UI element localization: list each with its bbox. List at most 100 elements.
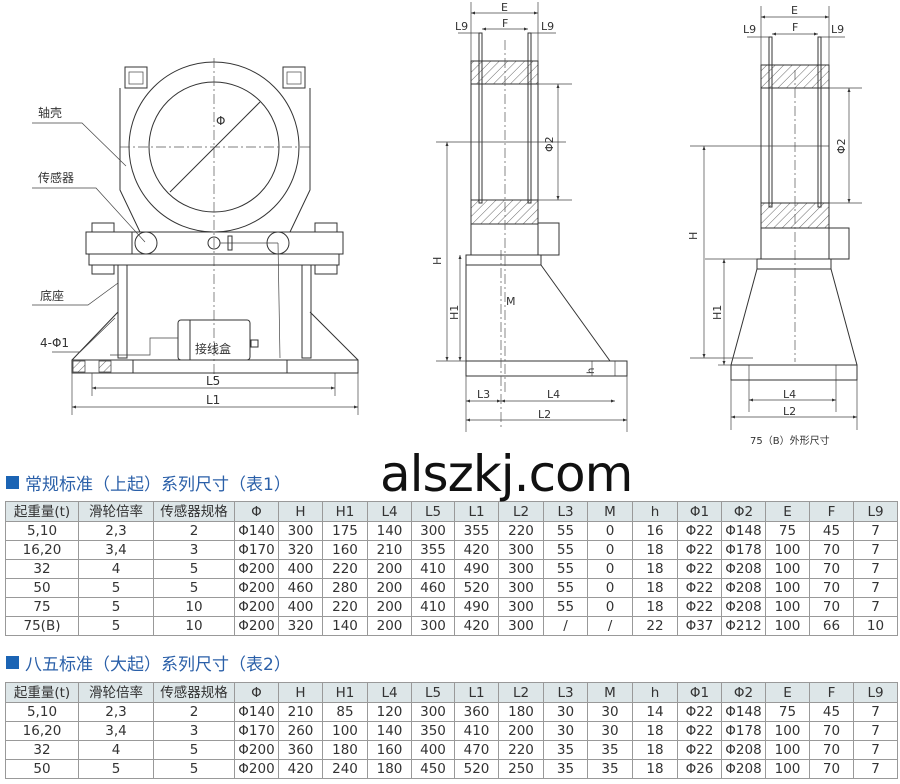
- table-cell: 0: [587, 559, 633, 579]
- table-cell: 100: [765, 721, 810, 741]
- table-cell: 300: [278, 521, 323, 541]
- table-cell: 0: [587, 578, 633, 598]
- dim-L4-75b: L4: [783, 388, 796, 401]
- table-cell: 5: [153, 559, 235, 579]
- table-cell: 32: [5, 740, 79, 760]
- table-cell: 160: [367, 740, 412, 760]
- table-cell: 300: [498, 616, 544, 636]
- dim-L2-75b: L2: [783, 405, 796, 418]
- table-cell: 300: [498, 559, 544, 579]
- table-cell: 100: [765, 559, 810, 579]
- table-cell: 470: [454, 740, 499, 760]
- column-header: L2: [498, 682, 544, 703]
- dim-L1: L1: [206, 393, 220, 407]
- table-cell: 7: [853, 759, 898, 779]
- table-cell: 300: [411, 521, 455, 541]
- table-cell: 410: [411, 559, 455, 579]
- column-header: H: [278, 682, 323, 703]
- table-cell: 5: [78, 578, 154, 598]
- column-header: L1: [454, 501, 499, 522]
- column-header: h: [632, 501, 678, 522]
- table-cell: 10: [153, 597, 235, 617]
- table1-title: 常规标准（上起）系列尺寸（表1）: [25, 475, 291, 495]
- table-cell: 70: [809, 759, 854, 779]
- table-cell: 120: [367, 702, 412, 722]
- table-cell: 18: [632, 740, 678, 760]
- dim-H-75b: H: [687, 232, 700, 240]
- table-cell: 55: [543, 540, 588, 560]
- table-cell: Φ208: [721, 578, 766, 598]
- column-header: Φ2: [721, 682, 766, 703]
- table-cell: Φ208: [721, 559, 766, 579]
- column-header: 起重量(t): [5, 501, 79, 522]
- table-cell: 7: [853, 521, 898, 541]
- column-header: h: [632, 682, 678, 703]
- table-cell: 70: [809, 559, 854, 579]
- column-header: 滑轮倍率: [78, 682, 154, 703]
- label-sensor: 传感器: [38, 170, 74, 185]
- dim-L9-right-75b: L9: [831, 23, 844, 36]
- table-cell: Φ170: [234, 540, 279, 560]
- table-cell: 360: [454, 702, 499, 722]
- table-cell: /: [543, 616, 588, 636]
- table-cell: 300: [498, 540, 544, 560]
- column-header: Φ: [234, 682, 279, 703]
- table-cell: 140: [322, 616, 368, 636]
- table-cell: 200: [498, 721, 544, 741]
- table-cell: /: [587, 616, 633, 636]
- table-cell: 400: [411, 740, 455, 760]
- table-cell: Φ22: [677, 702, 722, 722]
- table-cell: 30: [587, 702, 633, 722]
- table-cell: Φ200: [234, 559, 279, 579]
- table-cell: 100: [322, 721, 368, 741]
- table-cell: 5,10: [5, 521, 79, 541]
- table-cell: Φ148: [721, 702, 766, 722]
- table-cell: 18: [632, 721, 678, 741]
- table-cell: 32: [5, 559, 79, 579]
- table-cell: 18: [632, 540, 678, 560]
- table-cell: 210: [278, 702, 323, 722]
- table-cell: 3,4: [78, 540, 154, 560]
- table-cell: 420: [454, 540, 499, 560]
- table-cell: 320: [278, 616, 323, 636]
- table-cell: Φ37: [677, 616, 722, 636]
- table-cell: 5: [153, 578, 235, 598]
- table-cell: 180: [498, 702, 544, 722]
- table-cell: 2: [153, 521, 235, 541]
- table-cell: Φ178: [721, 540, 766, 560]
- dim-L9-left-75b: L9: [743, 23, 756, 36]
- table-cell: Φ140: [234, 702, 279, 722]
- label-shell: 轴壳: [38, 105, 62, 120]
- table-cell: Φ22: [677, 721, 722, 741]
- column-header: H: [278, 501, 323, 522]
- table-cell: Φ148: [721, 521, 766, 541]
- table-cell: 280: [322, 578, 368, 598]
- table-cell: 85: [322, 702, 368, 722]
- column-header: L5: [411, 501, 455, 522]
- column-header: H1: [322, 682, 368, 703]
- side-view: E F L9 L9 Φ2 H H1 M h L3 L4 L2: [431, 1, 628, 432]
- column-header: 传感器规格: [153, 501, 235, 522]
- table-cell: 5: [78, 597, 154, 617]
- table-cell: 75: [765, 521, 810, 541]
- table-cell: 140: [367, 721, 412, 741]
- table-cell: 260: [278, 721, 323, 741]
- table-cell: 70: [809, 540, 854, 560]
- dim-L4: L4: [547, 388, 560, 401]
- dim-E: E: [501, 1, 508, 14]
- column-header: E: [765, 682, 810, 703]
- table-cell: 410: [454, 721, 499, 741]
- column-header: 滑轮倍率: [78, 501, 154, 522]
- table-cell: Φ26: [677, 759, 722, 779]
- table-cell: 520: [454, 578, 499, 598]
- table-cell: 420: [454, 616, 499, 636]
- table-cell: 520: [454, 759, 499, 779]
- table-cell: 55: [543, 578, 588, 598]
- column-header: F: [809, 501, 854, 522]
- table-cell: 14: [632, 702, 678, 722]
